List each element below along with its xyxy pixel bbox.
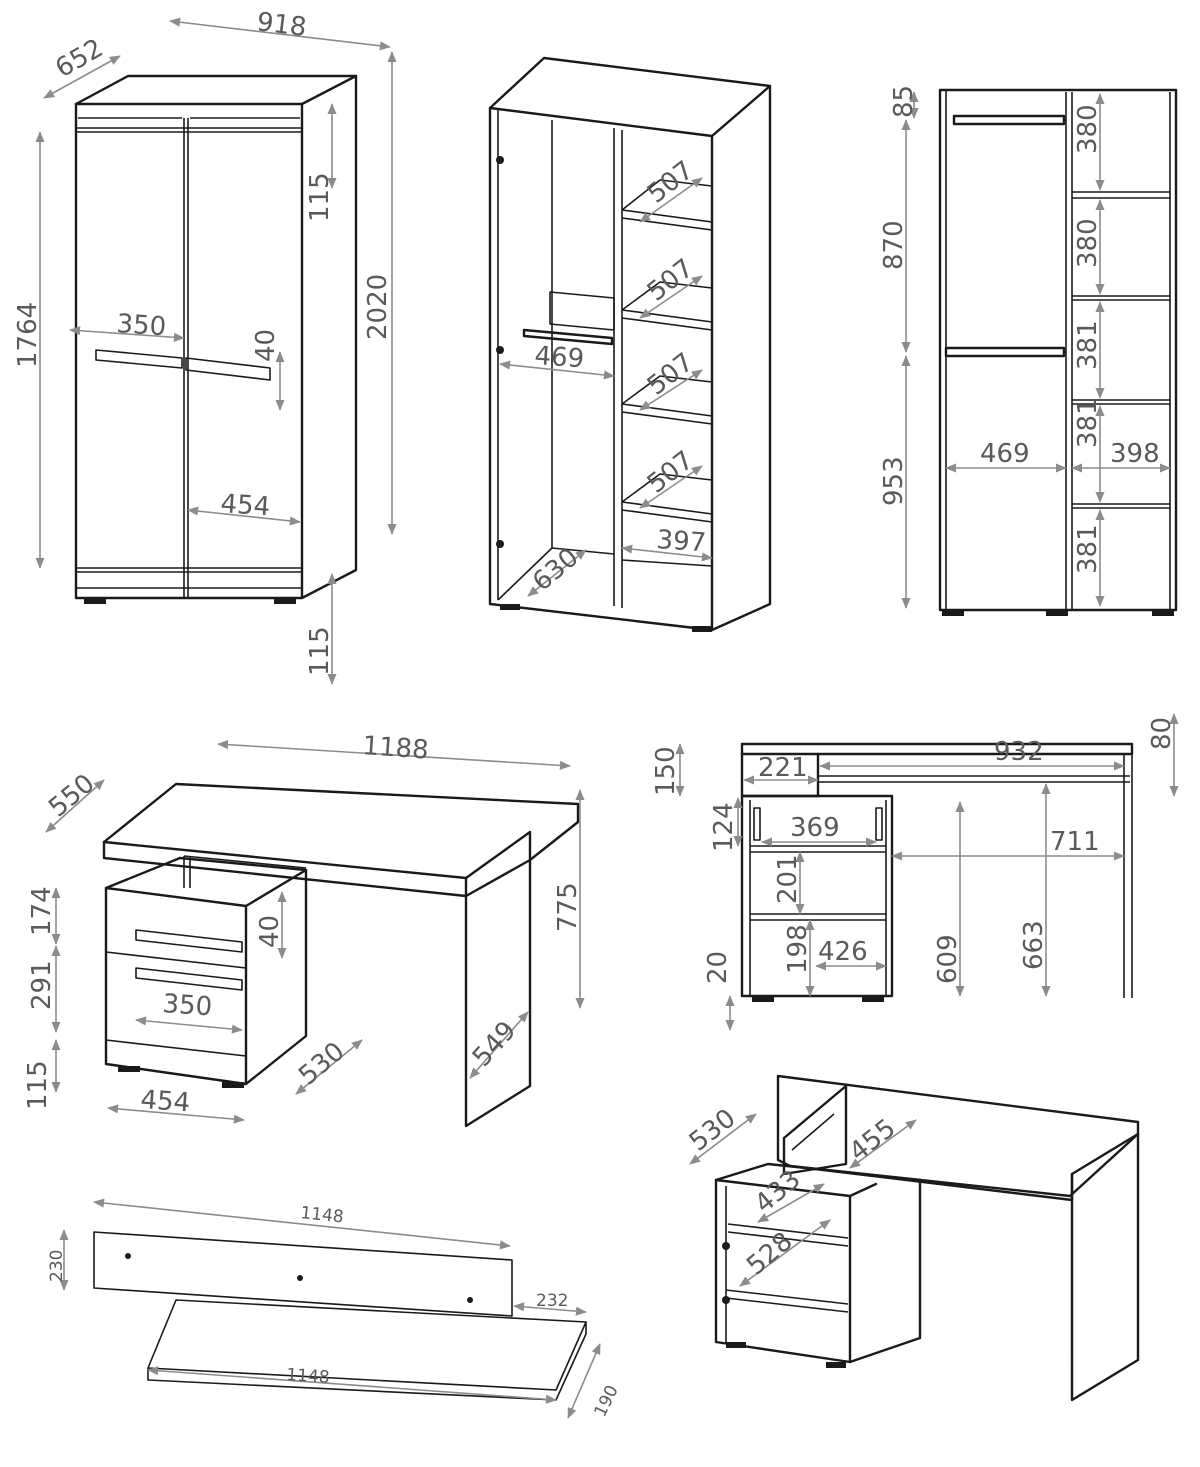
dim-leg-depth: 549 [467, 1016, 523, 1073]
dim-compartment2-height: 198 [783, 924, 813, 974]
dim-shelf-depth-1: 507 [642, 155, 700, 209]
dim-compartment-4: 381 [1073, 398, 1103, 448]
dim-compartment-height: 201 [773, 854, 803, 904]
dim-desk-plinth: 115 [23, 1060, 53, 1110]
dim-shelf-width: 1148 [286, 1365, 331, 1388]
dim-panel-width: 1148 [299, 1203, 344, 1227]
wardrobe-section-view: 85 870 953 380 380 381 381 381 469 398 [879, 85, 1178, 616]
dim-shelf-width: 221 [758, 753, 808, 783]
wardrobe-front-view: 918 652 2020 1764 115 115 350 40 454 [13, 7, 397, 685]
dim-shelf-depth-3: 507 [642, 347, 700, 401]
dim-shelf-depth-4: 507 [642, 445, 700, 499]
dim-panel-height: 230 [47, 1250, 67, 1282]
dim-drawer-2: 291 [27, 960, 57, 1010]
dim-rail-width: 469 [534, 341, 586, 374]
desk-section-view: 150 80 221 932 124 369 711 201 198 426 2… [651, 713, 1179, 1031]
dim-total-height: 2020 [363, 274, 393, 340]
wardrobe-open-view: 507 507 507 507 469 397 630 [488, 56, 772, 632]
dim-shelf-depth-2: 507 [642, 253, 700, 307]
dim-door-height: 1764 [13, 302, 43, 368]
desk-back-view: 530 455 433 528 [684, 1074, 1140, 1402]
dim-span: 932 [994, 737, 1044, 767]
dim-shelf-width: 397 [656, 525, 708, 558]
dim-side-depth: 530 [684, 1103, 742, 1157]
dim-pedestal-depth: 530 [293, 1036, 350, 1091]
dim-drawer-height: 124 [709, 802, 739, 852]
dim-desk-height: 775 [553, 882, 583, 932]
dim-leg-height: 663 [1019, 920, 1049, 970]
dim-inner-width-2: 426 [818, 937, 868, 967]
dim-top-gap: 85 [889, 85, 919, 118]
dim-pedestal-height: 609 [933, 934, 963, 984]
dim-handle-height: 40 [251, 329, 281, 362]
dim-inner-width: 369 [790, 813, 840, 843]
dim-section-plinth: 20 [703, 951, 733, 984]
dim-plinth: 115 [305, 626, 335, 676]
dim-compartment-5: 381 [1073, 524, 1103, 574]
dim-door-width: 454 [220, 489, 272, 522]
dim-top-band: 115 [305, 172, 335, 222]
dim-desk-width: 1188 [362, 731, 430, 766]
desk-front-view: 1188 550 775 174 291 115 40 350 454 530 … [23, 731, 585, 1128]
dim-desk-handle-length: 350 [162, 989, 214, 1022]
dim-handle-length: 350 [116, 309, 168, 342]
dim-hanging-width: 469 [980, 439, 1030, 469]
dim-compartment-2: 380 [1073, 218, 1103, 268]
dim-desk-depth: 550 [43, 768, 100, 823]
dim-top-depth: 455 [844, 1113, 902, 1167]
dim-knee-space: 711 [1050, 827, 1100, 857]
dim-top-thickness: 80 [1147, 717, 1177, 750]
dim-shelf-depth: 190 [591, 1382, 623, 1420]
dim-depth: 652 [51, 33, 109, 84]
dim-shelf-width: 398 [1110, 439, 1160, 469]
dim-gap: 232 [536, 1291, 568, 1311]
dim-compartment-1: 380 [1073, 104, 1103, 154]
wall-shelf-unit: 1148 230 1148 232 190 [47, 1198, 623, 1420]
dim-compartment-3: 381 [1073, 320, 1103, 370]
dim-top-gap: 150 [651, 746, 681, 796]
dim-pedestal-width: 454 [140, 1085, 192, 1118]
dim-upper-hanging: 870 [879, 220, 909, 270]
dim-desk-handle-height: 40 [255, 915, 285, 948]
dim-drawer-1: 174 [27, 886, 57, 936]
dim-width: 918 [255, 7, 308, 43]
dim-lower-hanging: 953 [879, 456, 909, 506]
